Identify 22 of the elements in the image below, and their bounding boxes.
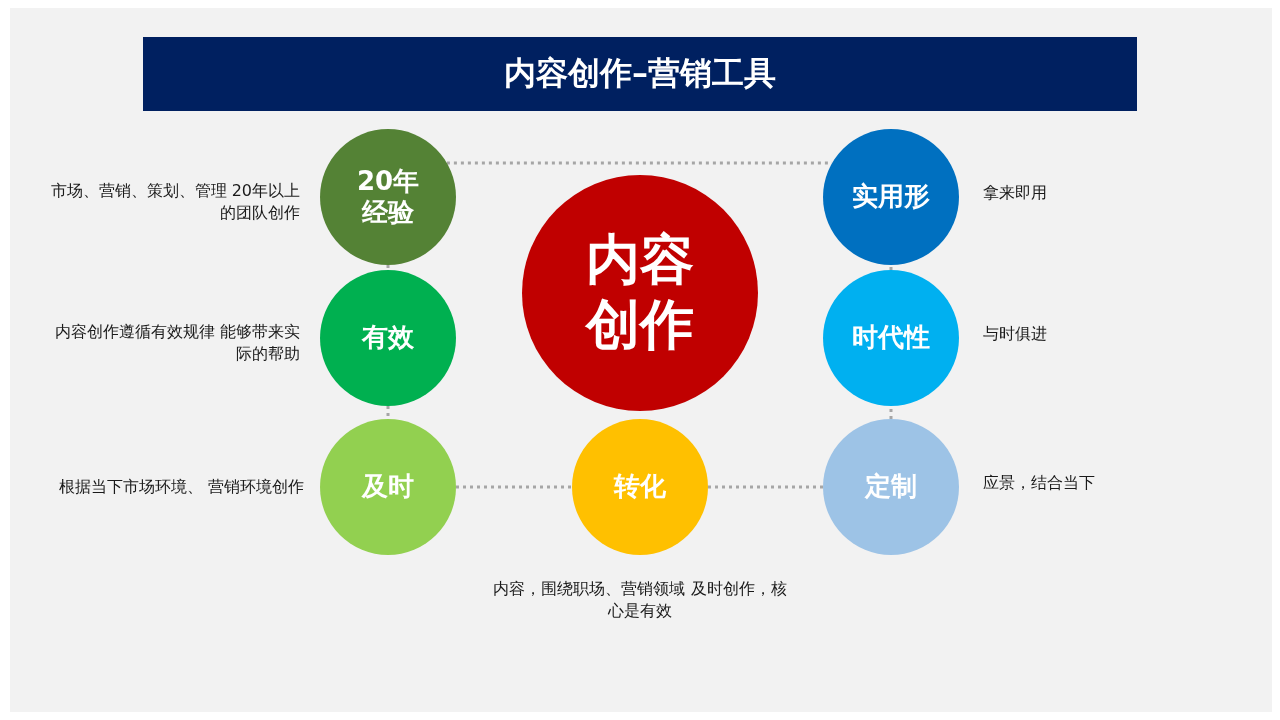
dotted-connector <box>708 485 823 489</box>
circle-label: 定制 <box>865 471 917 503</box>
dotted-connector <box>456 485 572 489</box>
description-text: 内容创作遵循有效规律 能够带来实际的帮助 <box>53 321 300 365</box>
description-text: 应景，结合当下 <box>983 472 1096 494</box>
description-text: 与时俱进 <box>983 323 1048 345</box>
circle-label: 实用形 <box>852 181 930 213</box>
circle-label: 有效 <box>362 322 414 354</box>
circle-label: 及时 <box>362 471 414 503</box>
description-text: 根据当下市场环境、 营销环境创作 <box>57 476 304 498</box>
dotted-connector <box>386 406 390 419</box>
circle-label: 20年经验 <box>355 165 421 229</box>
circle-label: 转化 <box>614 471 666 503</box>
description-text: 拿来即用 <box>983 182 1048 204</box>
description-text: 内容，围绕职场、营销领域 及时创作，核心是有效 <box>492 578 788 622</box>
description-text: 市场、营销、策划、管理 20年以上的团队创作 <box>49 180 300 224</box>
dotted-connector <box>889 406 893 419</box>
dotted-connector <box>386 265 390 270</box>
circle-label: 内容创作 <box>584 228 695 358</box>
circle-label: 时代性 <box>852 322 930 354</box>
dotted-connector <box>889 265 893 270</box>
title-banner: 内容创作–营销工具 <box>143 37 1137 111</box>
